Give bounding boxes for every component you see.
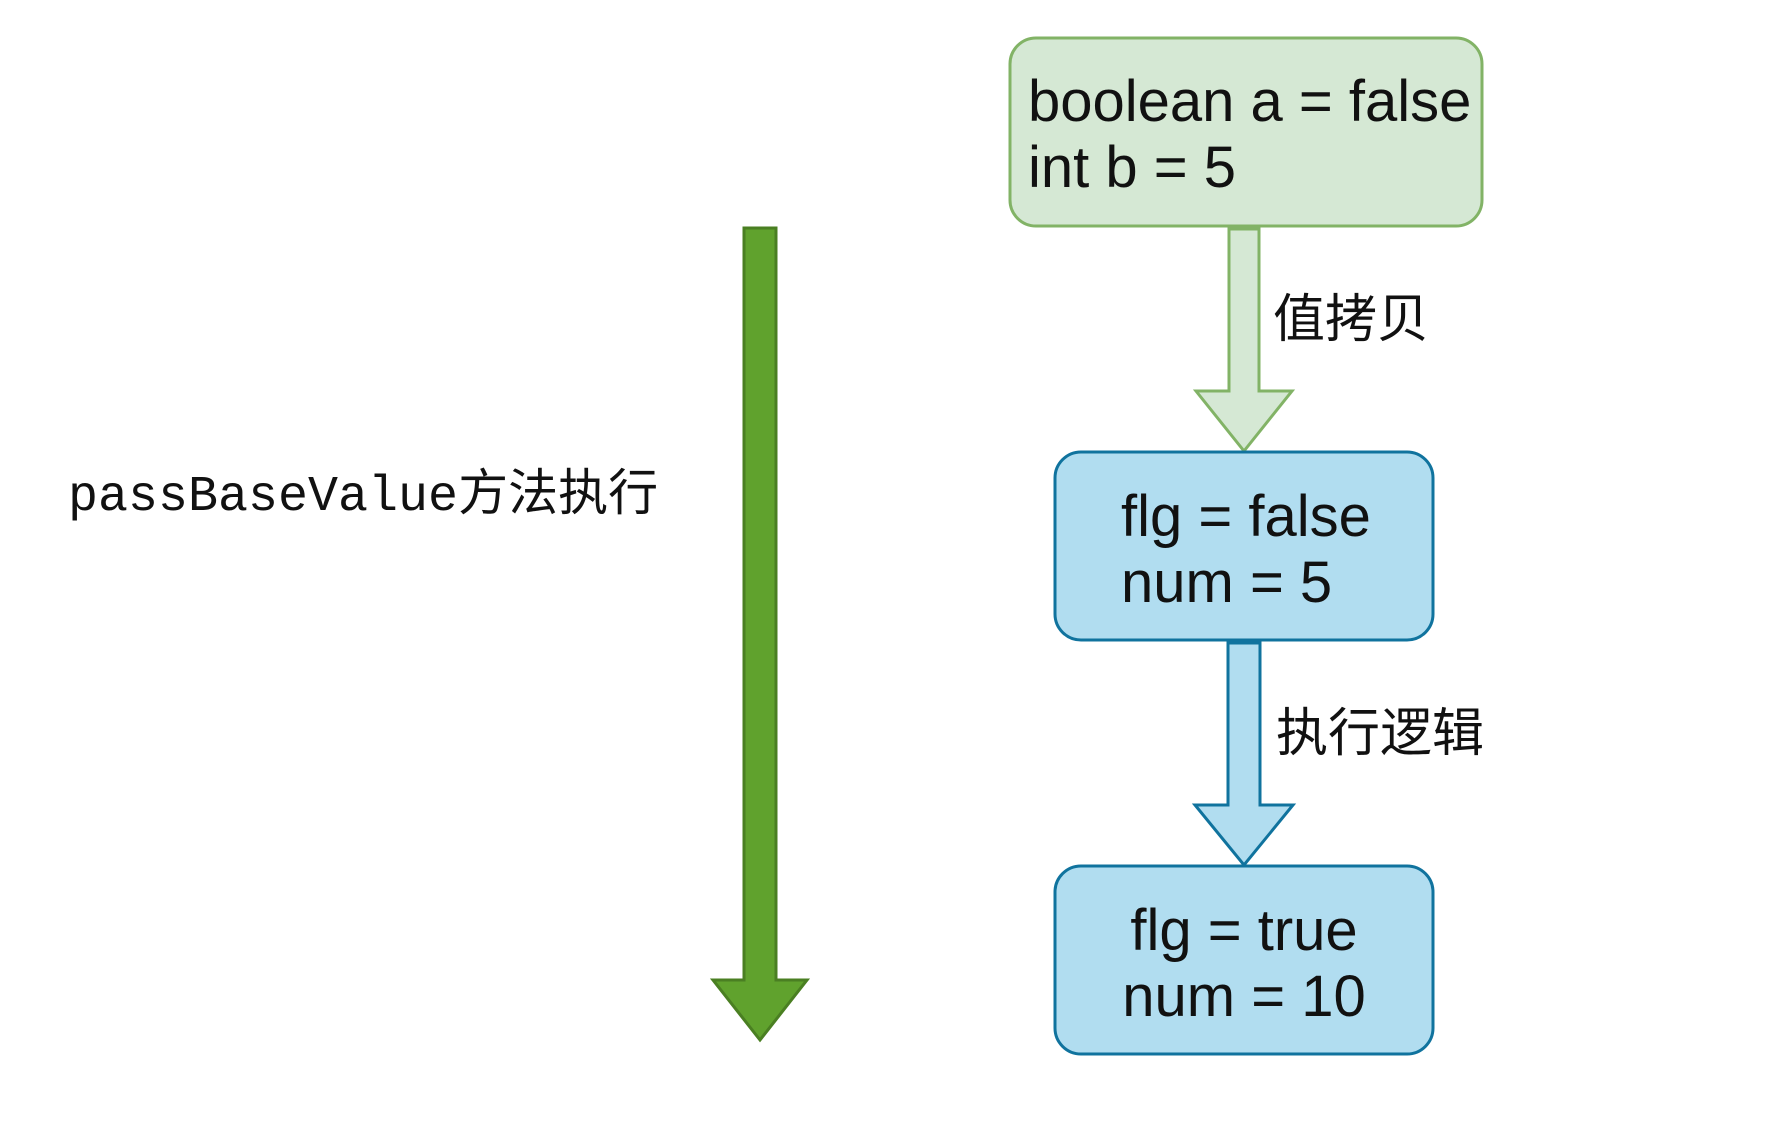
result-box: flg = true num = 10 (1053, 864, 1435, 1056)
source-line-1: boolean a = false (1028, 69, 1471, 134)
parameter-box-shape (1053, 450, 1435, 642)
logic-arrow (1191, 641, 1297, 868)
method-execution-arrow (709, 226, 811, 1043)
parameter-box: flg = false num = 5 (1053, 450, 1435, 642)
parameter-line-2: num = 5 (1121, 550, 1332, 615)
logic-step-label: 执行逻辑 (1276, 704, 1484, 764)
parameter-line-1: flg = false (1121, 484, 1371, 549)
copy-arrow (1192, 227, 1296, 454)
result-line-1: flg = true (1130, 898, 1357, 963)
method-name: passBaseValue (68, 469, 458, 526)
result-box-shape (1053, 864, 1435, 1056)
method-suffix: 方法执行 (458, 464, 658, 522)
down-arrow-icon (1191, 641, 1297, 868)
source-variables-box: boolean a = false int b = 5 (1008, 36, 1484, 228)
source-box-shape (1008, 36, 1484, 228)
method-execution-label: passBaseValue方法执行 (68, 464, 658, 526)
result-line-2: num = 10 (1122, 964, 1365, 1029)
down-arrow-icon (709, 226, 811, 1043)
source-line-2: int b = 5 (1028, 135, 1236, 200)
down-arrow-icon (1192, 227, 1296, 454)
copy-step-label: 值拷贝 (1273, 290, 1429, 350)
